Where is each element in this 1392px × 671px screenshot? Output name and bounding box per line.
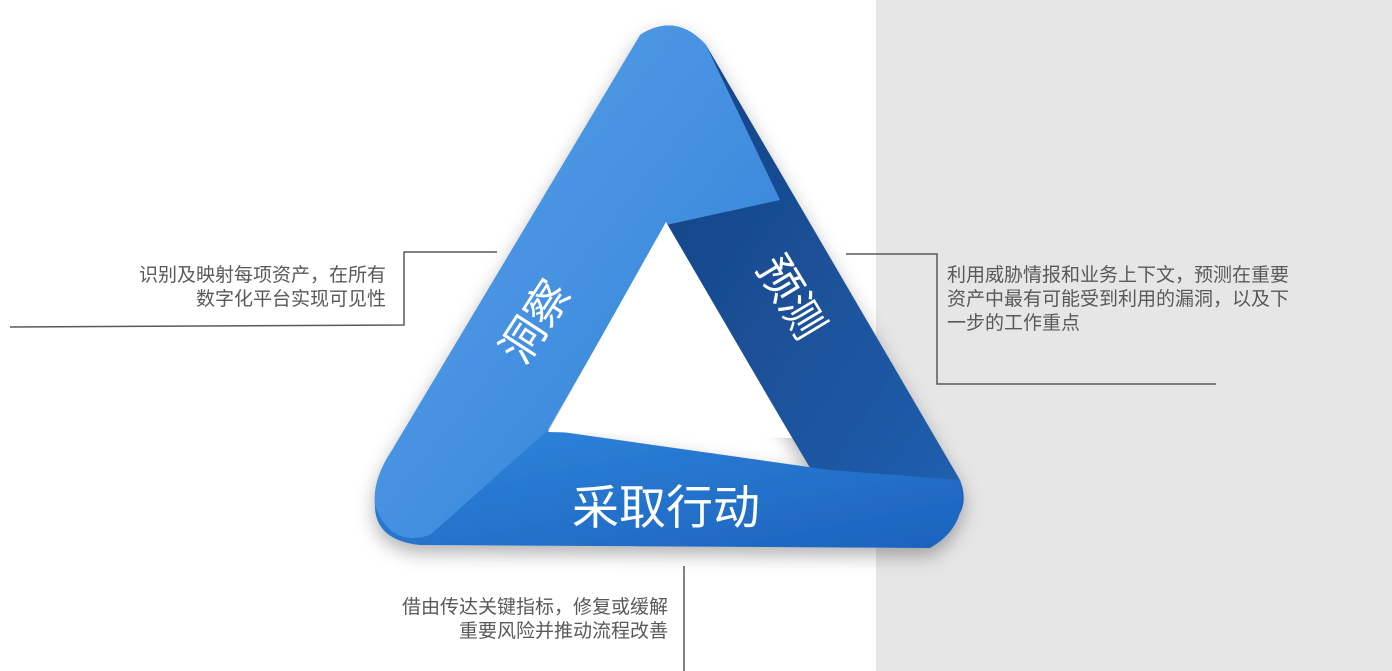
predict-description-line: 利用威胁情报和业务上下文，预测在重要 [947,264,1290,286]
act-description: 借由传达关键指标，修复或缓解 重要风险并推动流程改善 [268,595,668,643]
observe-description-line: 识别及映射每项资产，在所有 [138,264,386,286]
observe-description: 识别及映射每项资产，在所有 数字化平台实现可见性 [46,263,386,311]
right-gray-panel [876,0,1392,671]
observe-description-line: 数字化平台实现可见性 [195,288,386,310]
center-triangle-hole [548,222,792,438]
predict-description-line: 一步的工作重点 [947,312,1081,334]
act-description-line: 重要风险并推动流程改善 [458,620,668,642]
act-description-line: 借由传达关键指标，修复或缓解 [401,596,668,618]
observe-leader-line [9,251,497,328]
predict-description: 利用威胁情报和业务上下文，预测在重要 资产中最有可能受到利用的漏洞，以及下 一步… [947,263,1392,335]
act-band [374,430,963,548]
predict-leader-line [846,253,1216,385]
act-label: 采取行动 [572,481,760,536]
observe-band [374,25,780,539]
predict-description-line: 资产中最有可能受到利用的漏洞，以及下 [947,288,1290,310]
